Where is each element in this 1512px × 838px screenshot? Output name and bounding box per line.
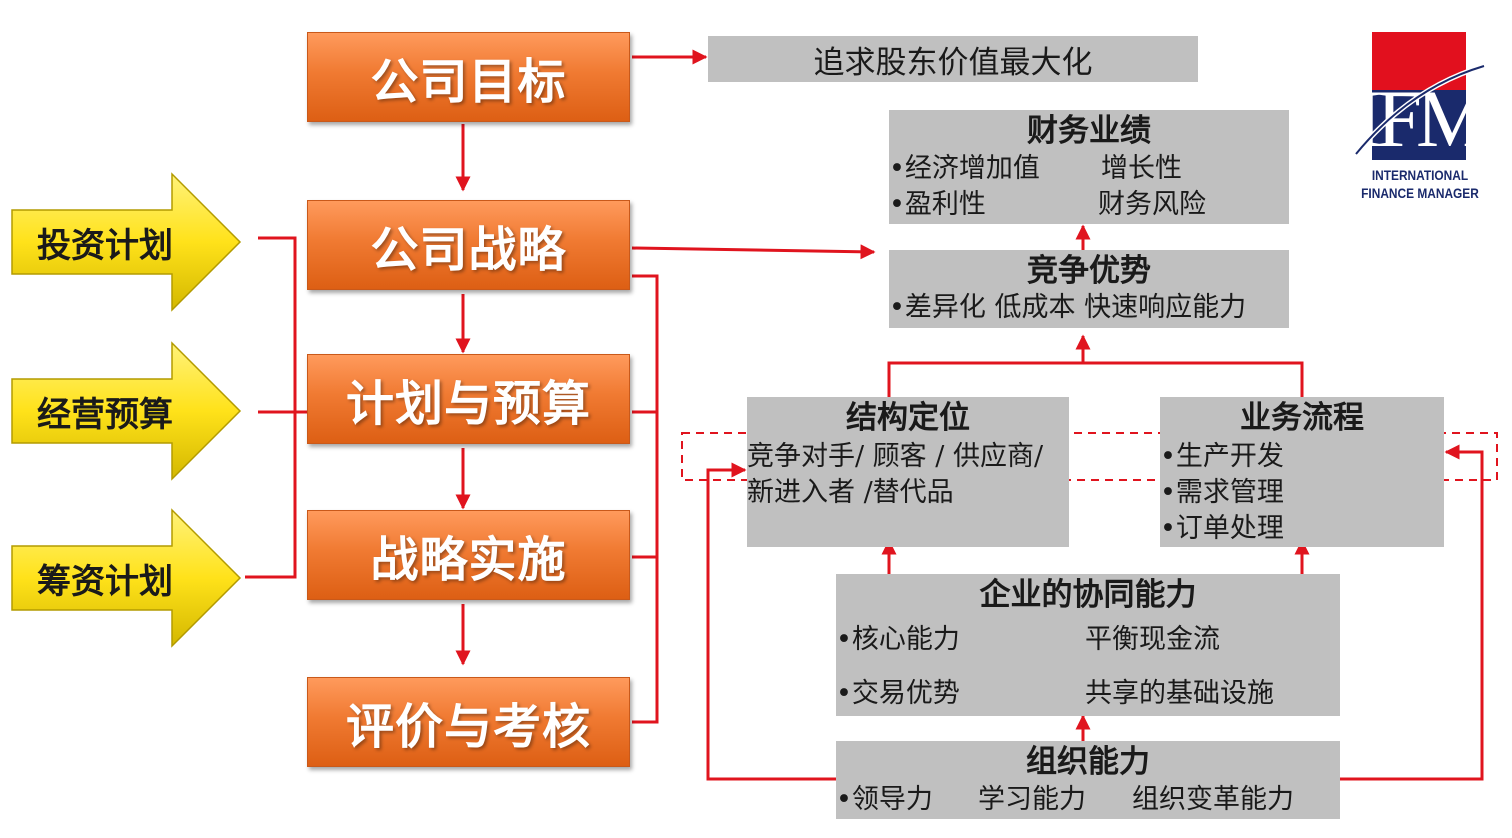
arrow-strategy-to-right (631, 244, 876, 260)
side-arrow-label: 经营预算 (37, 394, 173, 435)
chain-box-company-strategy: 公司战略 (307, 200, 630, 290)
shareholder-value-box: 追求股东价值最大化 (708, 36, 1198, 82)
business-process-title: 业务流程 (1240, 400, 1364, 436)
input-bracket (245, 236, 297, 579)
organizational-title: 组织能力 (1026, 744, 1150, 780)
structural-positioning-title: 结构定位 (846, 400, 970, 436)
chain-box-evaluation: 评价与考核 (307, 677, 630, 767)
logo-line-1: INTERNATIONAL (1371, 167, 1469, 183)
synergy-item: 共享的基础设施 (1085, 678, 1274, 709)
competitive-advantage-title: 竞争优势 (1027, 253, 1151, 289)
synergy-item: •交易优势 (836, 678, 960, 709)
organizational-item: 组织变革能力 (1132, 784, 1294, 815)
synergy-title: 企业的协同能力 (979, 577, 1197, 613)
organizational-box: 组织能力 •领导力 学习能力 组织变革能力 (836, 741, 1340, 819)
logo-line-2: FINANCE MANAGER (1361, 185, 1479, 201)
process-line: •订单处理 (1160, 513, 1284, 544)
side-arrow-label: 筹资计划 (37, 561, 173, 602)
merge-to-advantage (887, 361, 1304, 397)
dashed-band (681, 432, 1498, 481)
arrow-org-to-process (1340, 444, 1484, 781)
chain-box-plan-budget: 计划与预算 (307, 354, 630, 444)
process-line: •需求管理 (1160, 477, 1284, 508)
financial-item: 财务风险 (1098, 189, 1206, 220)
feedback-bracket (632, 274, 659, 724)
arrow-org-to-structure (706, 462, 836, 781)
organizational-item: 学习能力 (978, 784, 1086, 815)
yellow-arrow-icon (11, 172, 242, 312)
logo-mark-text: IFM (1355, 73, 1487, 164)
structural-line: 新进入者 /替代品 (747, 477, 954, 508)
competitive-advantage-box: 竞争优势 •差异化 低成本 快速响应能力 (889, 250, 1289, 328)
yellow-arrow-icon (11, 341, 242, 481)
financial-performance-box: 财务业绩 •经济增加值 增长性 •盈利性 财务风险 (889, 110, 1289, 224)
ifm-logo: IFM INTERNATIONAL FINANCE MANAGER (1350, 28, 1493, 208)
synergy-box: 企业的协同能力 •核心能力 平衡现金流 •交易优势 共享的基础设施 (836, 574, 1340, 716)
process-line: •生产开发 (1160, 441, 1284, 472)
side-arrow-label: 投资计划 (37, 225, 173, 266)
side-arrow-investment: 投资计划 (10, 172, 242, 312)
chain-box-strategy-execution: 战略实施 (307, 510, 630, 600)
synergy-item: •核心能力 (836, 624, 960, 655)
chain-box-company-goal: 公司目标 (307, 32, 630, 122)
shareholder-value-text: 追求股东价值最大化 (813, 44, 1093, 81)
structural-line: 竞争对手/ 顾客 / 供应商/ (747, 441, 1044, 472)
ifm-logo-icon: IFM (1354, 32, 1493, 164)
synergy-item: 平衡现金流 (1085, 624, 1220, 655)
side-arrow-operating-budget: 经营预算 (10, 341, 242, 481)
organizational-item: •领导力 (836, 784, 933, 815)
yellow-arrow-icon (11, 508, 242, 648)
structural-positioning-box: 结构定位 竞争对手/ 顾客 / 供应商/ 新进入者 /替代品 (747, 397, 1069, 547)
financial-item: 增长性 (1101, 153, 1182, 184)
business-process-box: 业务流程 •生产开发 •需求管理 •订单处理 (1160, 397, 1444, 547)
financial-performance-title: 财务业绩 (1027, 113, 1151, 149)
competitive-advantage-line: •差异化 低成本 快速响应能力 (889, 292, 1247, 323)
financial-item: •经济增加值 (889, 153, 1040, 184)
side-arrow-financing: 筹资计划 (10, 508, 242, 648)
financial-item: •盈利性 (889, 189, 986, 220)
